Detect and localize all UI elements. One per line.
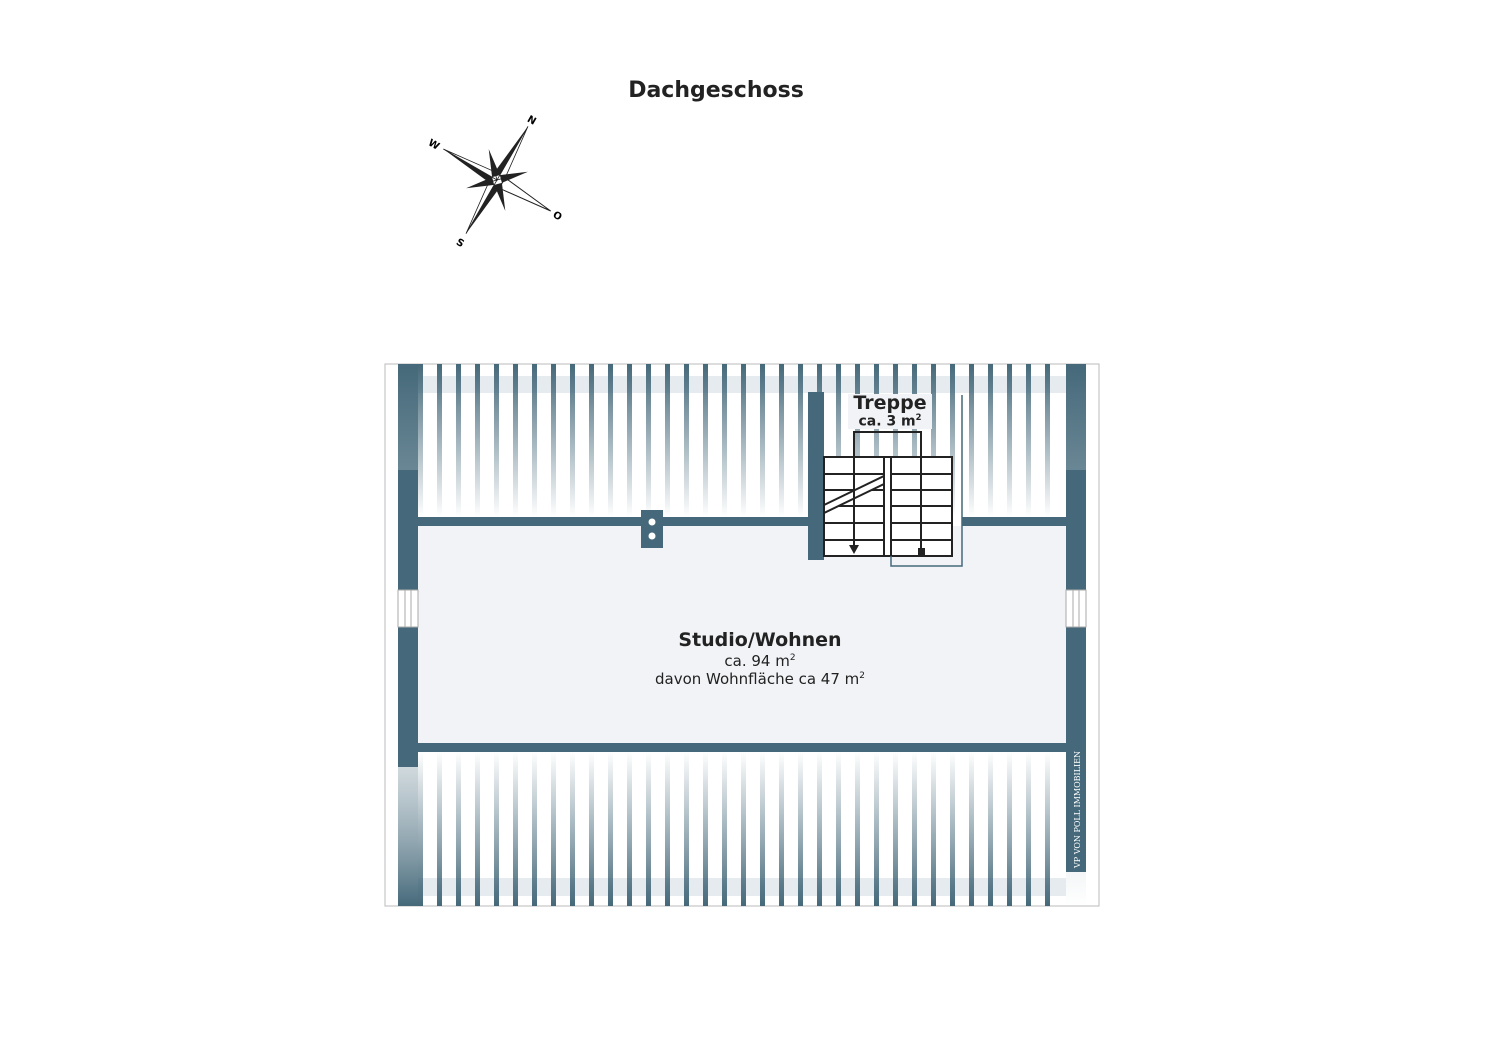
rafter-bottom [684,752,689,906]
rafter-top [437,364,442,517]
rafter-bottom [988,752,993,906]
rafter-top [874,364,879,517]
rafter-top [589,364,594,517]
rafter-top [513,364,518,517]
rafter-top [988,364,993,517]
compass-n: N [525,114,538,128]
rafter-top [703,364,708,517]
rafter-bottom [608,752,613,906]
rafter-top [950,364,955,517]
window-left [397,589,419,628]
von-poll-logo: VP VON POLL IMMOBILIEN [1067,751,1085,870]
rafter-top [684,364,689,517]
rafter-bottom [703,752,708,906]
rafter-bottom [798,752,803,906]
rafter-bottom [665,752,670,906]
rafter-bottom [893,752,898,906]
room-note: davon Wohnfläche ca 47 m [655,669,860,688]
rafter-top [1007,364,1012,517]
rafter-top [779,364,784,517]
rafter-bottom [855,752,860,906]
rafter-top [855,364,860,517]
compass-s: S [454,237,466,250]
rafter-top [532,364,537,517]
window-right [1065,589,1087,628]
rafter-top [627,364,632,517]
rafter-top [722,364,727,517]
rafter-bottom [437,752,442,906]
rafter-bottom [912,752,917,906]
room-name: Treppe [853,392,927,414]
room-area: ca. 94 m [724,651,790,670]
rafter-bottom [475,752,480,906]
room-label-treppe: Treppe ca. 3 m2 [848,394,932,429]
rafter-bottom [646,752,651,906]
rafter-top [741,364,746,517]
compass-o: O [551,210,564,224]
rafter-top [456,364,461,517]
rafter-top [798,364,803,517]
room-label-studio: Studio/Wohnen ca. 94 m2 davon Wohnfläche… [600,629,920,688]
rafter-bottom [532,752,537,906]
rafter-bottom [760,752,765,906]
rafter-bottom [779,752,784,906]
compass-rose: N S O W [426,114,564,250]
chimney [641,510,663,548]
rafter-top [893,364,898,517]
rafter-bottom [969,752,974,906]
stair-wall [808,392,824,560]
rafter-bottom [722,752,727,906]
rafter-top [665,364,670,517]
rafter-bottom [931,752,936,906]
rafter-bottom [551,752,556,906]
rafter-bottom [874,752,879,906]
staircase [823,395,963,567]
rafter-top [760,364,765,517]
rafter-top [1026,364,1031,517]
rafter-top [551,364,556,517]
beam-top [418,517,808,526]
rafter-bottom [494,752,499,906]
rafter-top [1045,364,1050,517]
room-area: ca. 3 m [858,413,916,430]
rafter-top [418,364,423,517]
rafter-top [969,364,974,517]
rafter-top [912,364,917,517]
rafter-bottom [589,752,594,906]
rafter-top [475,364,480,517]
compass-w: W [426,138,441,153]
svg-text:VP VON POLL IMMOBILIEN: VP VON POLL IMMOBILIEN [1073,751,1082,869]
rafter-bottom [627,752,632,906]
beam-bottom [418,743,1066,752]
rafter-top [931,364,936,517]
rafter-bottom [741,752,746,906]
rafter-bottom [1007,752,1012,906]
rafter-bottom [950,752,955,906]
rafter-top [494,364,499,517]
floor-title: Dachgeschoss [628,78,804,103]
room-name: Studio/Wohnen [678,629,842,651]
rafter-bottom [1045,752,1050,906]
rafter-bottom [570,752,575,906]
studio-floor [418,526,1066,743]
rafter-top [570,364,575,517]
rafter-bottom [418,752,423,906]
rafter-top [836,364,841,517]
rafter-top [646,364,651,517]
rafter-bottom [1026,752,1031,906]
rafter-bottom [817,752,822,906]
rafter-bottom [456,752,461,906]
rafter-bottom [836,752,841,906]
rafter-top [608,364,613,517]
rafter-bottom [513,752,518,906]
